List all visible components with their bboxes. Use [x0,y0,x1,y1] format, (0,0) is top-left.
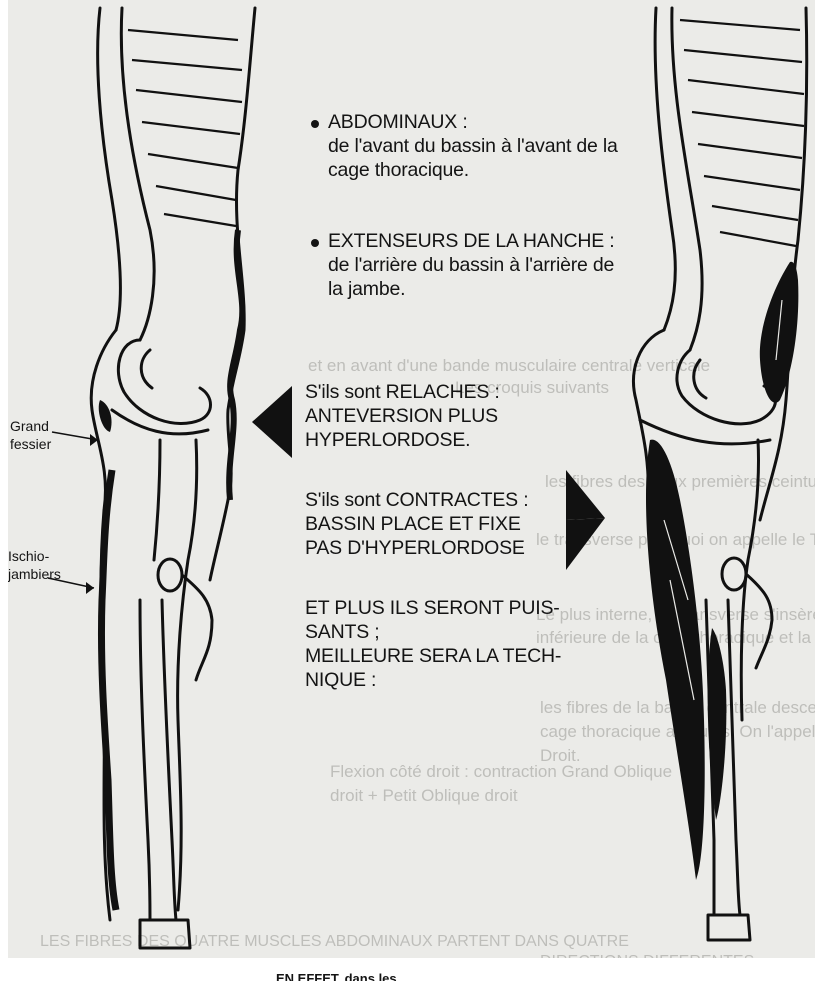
right-calf-muscle [708,628,727,820]
ischio-jambiers-label: jambiers [8,566,61,583]
contractes-line: BASSIN PLACE ET FIXE [305,512,521,536]
grand-fessier-label: fessier [10,436,51,453]
right-hamstring-muscle [646,440,705,880]
bullet-dot [311,120,319,128]
abdominaux-line: de l'avant du bassin à l'avant de la [328,134,618,158]
left-pointing-arrowhead [252,386,292,458]
extenseurs-line: la jambe. [328,277,405,301]
left-gluteus-mark [99,400,112,432]
puissants-line: ET PLUS ILS SERONT PUIS- [305,596,560,620]
relaches-line: HYPERLORDOSE. [305,428,470,452]
ischio-jambiers-label: Ischio- [8,548,49,565]
relaches-line: ANTEVERSION PLUS [305,404,498,428]
puissants-line: NIQUE : [305,668,376,692]
label-arrows [48,432,98,588]
contractes-line: S'ils sont CONTRACTES : [305,488,528,512]
right-ribs [680,20,804,246]
bullet-dot [311,239,319,247]
contractes-line: PAS D'HYPERLORDOSE [305,536,525,560]
scan-margin-left [0,0,8,981]
abdominaux-line: cage thoracique. [328,158,469,182]
left-abdominal-band [229,230,242,500]
scan-margin-bottom [0,958,815,981]
extenseurs-line: de l'arrière du bassin à l'arrière de [328,253,614,277]
puissants-line: SANTS ; [305,620,379,644]
relaches-line: S'ils sont RELACHES : [305,380,500,404]
grand-fessier-label: Grand [10,418,49,435]
abdominaux-heading: ABDOMINAUX : [328,110,468,134]
puissants-line: MEILLEURE SERA LA TECH- [305,644,561,668]
right-pointing-arrowhead [566,518,605,570]
left-ribs [128,30,242,226]
cut-off-footer-text: EN EFFET, dans les [276,972,397,981]
extenseurs-heading: EXTENSEURS DE LA HANCHE : [328,229,615,253]
